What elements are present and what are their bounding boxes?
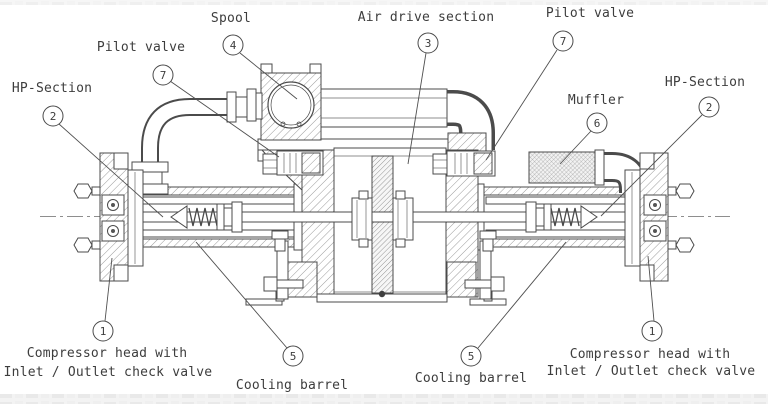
callout-spool: 4 <box>222 34 244 56</box>
callout-muffler: 6 <box>586 112 608 134</box>
callout-air-drive: 3 <box>417 32 439 54</box>
callout-number-hp-right: 2 <box>706 101 713 114</box>
label-pilot-valve-left: Pilot valve <box>97 40 185 55</box>
left-pilot-valve <box>262 150 324 176</box>
label-cooling-barrel-left: Cooling barrel <box>236 378 348 393</box>
label-pilot-valve-right: Pilot valve <box>546 6 634 21</box>
left-air-pipe <box>141 98 227 192</box>
callout-head-left: 1 <box>92 320 114 342</box>
callout-number-muffler: 6 <box>594 117 601 130</box>
label-spool: Spool <box>211 11 251 26</box>
spool-bore <box>267 81 315 129</box>
right-compressor-head <box>624 152 695 282</box>
left-compressor-head <box>73 152 144 282</box>
pipe-union-left <box>131 161 169 195</box>
right-hp-piston-spring <box>525 201 598 233</box>
leader-lines <box>58 49 703 349</box>
label-cooling-barrel-right: Cooling barrel <box>415 371 527 386</box>
base-feet <box>245 230 507 306</box>
callout-hp-right: 2 <box>698 96 720 118</box>
callout-cooling-left: 5 <box>282 345 304 367</box>
label-compressor-head-left-line2: Inlet / Outlet check valve <box>4 365 213 380</box>
callout-number-cooling-left: 5 <box>290 350 297 363</box>
callout-number-hp-left: 2 <box>50 110 57 123</box>
left-hp-piston-spring <box>170 201 243 233</box>
callout-number-pilot-left: 7 <box>160 69 167 82</box>
callout-number-air-drive: 3 <box>425 37 432 50</box>
right-pilot-valve <box>432 150 496 177</box>
label-compressor-head-left-line1: Compressor head with <box>27 346 188 361</box>
callout-number-pilot-right: 7 <box>560 35 567 48</box>
label-air-drive-section: Air drive section <box>358 10 494 25</box>
drain-plug <box>378 290 386 298</box>
label-hp-section-right: HP-Section <box>665 75 745 90</box>
callout-number-head-left: 1 <box>100 325 107 338</box>
drive-piston <box>371 155 394 294</box>
callout-number-cooling-right: 5 <box>468 350 475 363</box>
piston-clamp-discs <box>351 190 414 248</box>
label-hp-section-left: HP-Section <box>12 81 92 96</box>
pipe-union-spool <box>226 88 257 123</box>
air-tube <box>320 88 448 128</box>
callout-pilot-right: 7 <box>552 30 574 52</box>
left-check-valves <box>101 194 125 242</box>
spool-housing <box>254 63 322 141</box>
callout-pilot-left: 7 <box>152 64 174 86</box>
callout-number-head-right: 1 <box>649 325 656 338</box>
scan-noise-top <box>0 0 768 5</box>
scan-noise-bottom <box>0 394 768 404</box>
callout-hp-left: 2 <box>42 105 64 127</box>
label-compressor-head-right-line1: Compressor head with <box>570 347 731 362</box>
callout-cooling-right: 5 <box>460 345 482 367</box>
callout-number-spool: 4 <box>230 39 237 52</box>
label-compressor-head-right-line2: Inlet / Outlet check valve <box>547 364 756 379</box>
right-check-valves <box>643 194 667 242</box>
callout-head-right: 1 <box>641 320 663 342</box>
label-muffler: Muffler <box>568 93 624 108</box>
muffler-body <box>528 149 605 186</box>
